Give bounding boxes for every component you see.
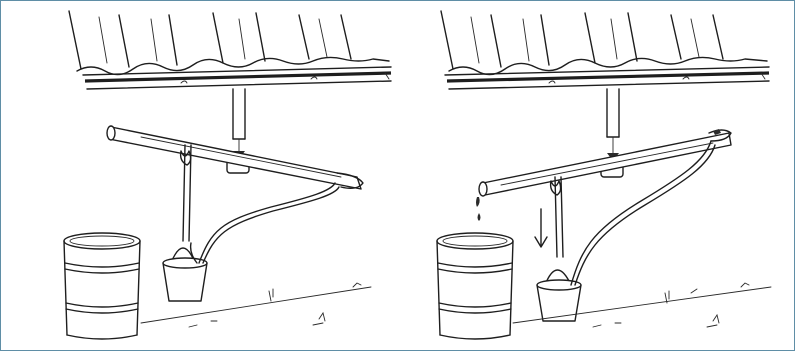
barrel-left xyxy=(64,233,140,339)
hose-left xyxy=(199,183,339,263)
barrel-right xyxy=(437,233,513,339)
water-drips xyxy=(476,197,481,221)
roof-right xyxy=(441,11,769,89)
roof-left xyxy=(69,11,391,89)
panel-left xyxy=(64,11,391,339)
bucket-assembly-right xyxy=(537,177,581,321)
beam-left xyxy=(107,126,363,189)
beam-right xyxy=(479,129,731,196)
panel-right xyxy=(437,11,771,339)
bucket-assembly-left xyxy=(163,145,207,301)
down-arrow-icon xyxy=(535,209,547,247)
